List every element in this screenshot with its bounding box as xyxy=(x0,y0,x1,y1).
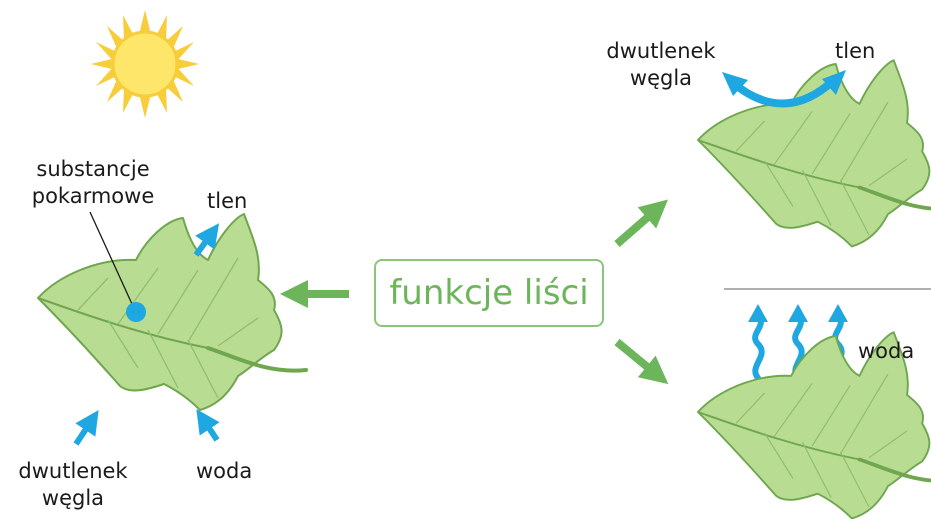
left-leaf xyxy=(36,212,308,412)
co2-in-arrow-left xyxy=(73,410,99,446)
water-in-arrow-left xyxy=(196,409,220,442)
water-arrow-heads xyxy=(748,304,848,322)
arrow-to-top-right-panel xyxy=(614,199,669,248)
sun-icon xyxy=(91,10,199,118)
label-substances-line2: pokarmowe xyxy=(31,184,155,208)
arrow-to-bottom-right-panel xyxy=(614,338,669,385)
label-oxygen-right: tlen xyxy=(835,39,876,63)
central-concept-label: funkcje liści xyxy=(389,273,589,313)
gas-exchange-arrow xyxy=(729,77,837,108)
label-co2-right-line1: dwutlenek xyxy=(606,39,716,63)
label-substances-line1: substancje xyxy=(36,157,150,181)
central-concept-box: funkcje liści xyxy=(374,259,604,327)
gas-exchange-arrowhead-left xyxy=(722,72,748,96)
label-oxygen-left: tlen xyxy=(207,189,248,213)
label-co2-right-line2: węgla xyxy=(629,66,693,90)
label-co2-right: dwutlenek węgla xyxy=(598,38,724,92)
oxygen-out-arrow-left xyxy=(193,223,220,257)
nutrient-dot xyxy=(126,302,146,322)
gas-exchange-arrowhead-right xyxy=(822,70,846,95)
label-water-left: woda xyxy=(196,459,253,483)
label-water-right: woda xyxy=(858,339,915,363)
label-substances: substancje pokarmowe xyxy=(18,156,168,210)
label-co2-left-line2: węgla xyxy=(41,486,105,510)
pointer-line xyxy=(89,211,133,305)
label-co2-left: dwutlenek węgla xyxy=(8,458,138,512)
label-co2-left-line1: dwutlenek xyxy=(18,459,128,483)
